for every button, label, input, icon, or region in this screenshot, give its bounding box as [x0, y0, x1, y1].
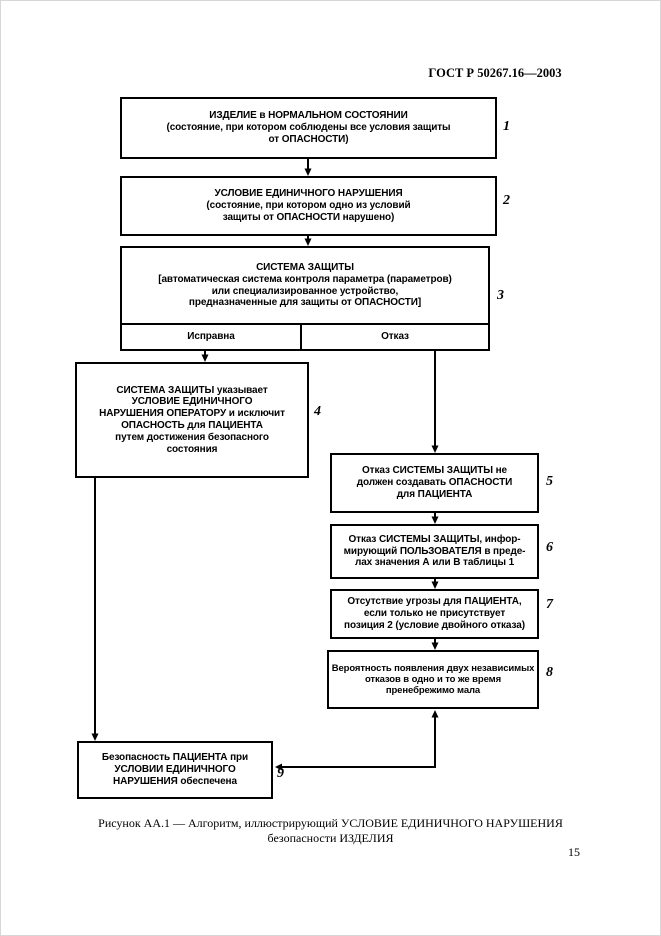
box-text: УСЛОВИЕ ЕДИНИЧНОГО НАРУШЕНИЯ (состояние,… — [206, 188, 411, 223]
box-number-7: 7 — [546, 597, 553, 612]
arrow-box5-to-box6 — [431, 513, 439, 524]
box-text: Безопасность ПАЦИЕНТА при УСЛОВИИ ЕДИНИЧ… — [101, 752, 249, 787]
box-text: СИСТЕМА ЗАЩИТЫ [автоматическая система к… — [158, 261, 452, 309]
figure-caption-line1: Рисунок АА.1 — Алгоритм, иллюстрирующий … — [98, 816, 563, 830]
flowchart-box-patient-safety-ensured: Безопасность ПАЦИЕНТА при УСЛОВИИ ЕДИНИЧ… — [77, 741, 273, 799]
box-text: ИЗДЕЛИЕ в НОРМАЛЬНОМ СОСТОЯНИИ (состояни… — [166, 110, 451, 145]
arrow-box6-to-box7 — [431, 579, 439, 589]
box-text: Отсутствие угрозы для ПАЦИЕНТА, если тол… — [344, 596, 525, 631]
arrow-box7-to-box8 — [431, 639, 439, 650]
flowchart-box-no-threat: Отсутствие угрозы для ПАЦИЕНТА, если тол… — [330, 589, 539, 639]
box-text: СИСТЕМА ЗАЩИТЫ указывает УСЛОВИЕ ЕДИНИЧН… — [99, 384, 285, 455]
flowchart-box-probability-negligible: Вероятность появления двух независимых о… — [327, 650, 539, 709]
arrow-box2-to-box3 — [304, 236, 312, 246]
arrow-ispravna-to-box4 — [201, 351, 209, 362]
flowchart-box-failure-informs-user: Отказ СИСТЕМЫ ЗАЩИТЫ, инфор- мирующий ПО… — [330, 524, 539, 579]
box-number-3: 3 — [497, 288, 504, 303]
box-number-1: 1 — [503, 119, 510, 134]
flowchart-box-failure-no-hazard: Отказ СИСТЕМЫ ЗАЩИТЫ не должен создавать… — [330, 453, 539, 513]
flowchart-box-normal-condition: ИЗДЕЛИЕ в НОРМАЛЬНОМ СОСТОЯНИИ (состояни… — [120, 97, 497, 159]
box-number-4: 4 — [314, 404, 321, 419]
figure-caption: Рисунок АА.1 — Алгоритм, иллюстрирующий … — [0, 816, 661, 846]
flowchart-box-single-fault-condition: УСЛОВИЕ ЕДИНИЧНОГО НАРУШЕНИЯ (состояние,… — [120, 176, 497, 236]
box-number-5: 5 — [546, 474, 553, 489]
branch-row: Исправна Отказ — [122, 323, 488, 349]
flowchart-box-protection-system: СИСТЕМА ЗАЩИТЫ [автоматическая система к… — [120, 246, 490, 351]
box-text: Отказ СИСТЕМЫ ЗАЩИТЫ, инфор- мирующий ПО… — [343, 533, 526, 569]
box-text: Вероятность появления двух независимых о… — [331, 662, 535, 697]
box-text: Отказ СИСТЕМЫ ЗАЩИТЫ не должен создавать… — [356, 465, 513, 500]
figure-caption-line2: безопасности ИЗДЕЛИЯ — [267, 831, 394, 845]
box-number-2: 2 — [503, 193, 510, 208]
arrow-otkaz-to-box5 — [431, 351, 439, 453]
standard-header: ГОСТ Р 50267.16—2003 — [428, 66, 562, 80]
flowchart-box-system-indicates: СИСТЕМА ЗАЩИТЫ указывает УСЛОВИЕ ЕДИНИЧН… — [75, 362, 309, 478]
arrow-box1-to-box2 — [304, 159, 312, 176]
page-number: 15 — [568, 845, 580, 859]
arrow-box4-to-box9 — [91, 478, 99, 741]
box-number-8: 8 — [546, 665, 553, 680]
branch-label-ok: Исправна — [122, 325, 302, 349]
branch-label-failure: Отказ — [381, 331, 409, 343]
box-number-6: 6 — [546, 540, 553, 555]
arrow-box8-to-box9 — [275, 710, 439, 771]
box-number-9: 9 — [277, 766, 284, 781]
